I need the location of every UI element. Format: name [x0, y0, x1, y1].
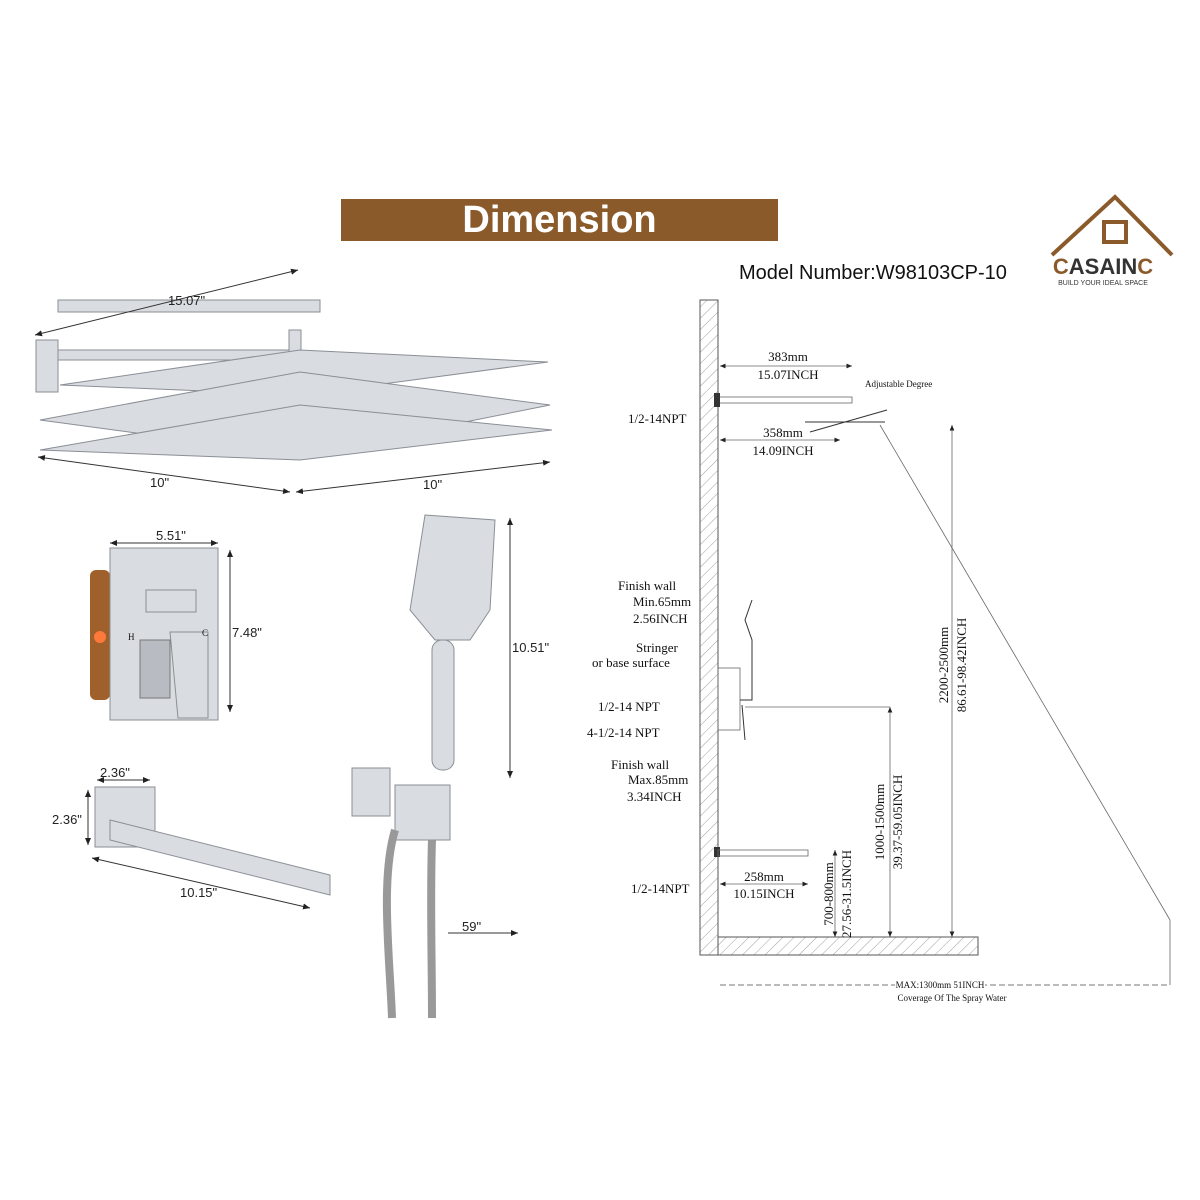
svg-text:10.15": 10.15": [180, 885, 218, 900]
svg-text:MAX:1300mm 51INCH: MAX:1300mm 51INCH: [896, 980, 985, 990]
casaino-logo: CASAINC BUILD YOUR IDEAL SPACE: [1050, 194, 1174, 287]
valve-height-dim: 7.48": [232, 625, 262, 640]
svg-text:C: C: [202, 628, 208, 638]
svg-text:1/2-14NPT: 1/2-14NPT: [628, 411, 687, 426]
svg-text:CASAINC: CASAINC: [1053, 254, 1153, 279]
svg-text:Max.85mm: Max.85mm: [628, 772, 688, 787]
svg-text:15.07INCH: 15.07INCH: [757, 367, 818, 382]
hand-shower: 10.51" 59": [351, 514, 550, 1019]
svg-text:383mm: 383mm: [768, 349, 808, 364]
svg-text:10.15INCH: 10.15INCH: [733, 886, 794, 901]
tub-spout: 2.36" 2.36" 10.15": [52, 765, 331, 910]
svg-text:Finish wall: Finish wall: [611, 757, 670, 772]
handheld-length-dim: 10.51": [512, 640, 550, 655]
svg-text:2200-2500mm: 2200-2500mm: [936, 627, 951, 704]
svg-text:86.61-98.42INCH: 86.61-98.42INCH: [954, 618, 969, 713]
svg-text:27.56-31.5INCH: 27.56-31.5INCH: [839, 850, 854, 938]
svg-text:H: H: [128, 632, 135, 642]
hose-length-dim: 59": [462, 919, 481, 934]
svg-text:258mm: 258mm: [744, 869, 784, 884]
svg-text:700-800mm: 700-800mm: [821, 862, 836, 926]
valve-width-dim: 5.51": [156, 528, 186, 543]
svg-text:39.37-59.05INCH: 39.37-59.05INCH: [890, 775, 905, 870]
rain-depth-dim: 10": [423, 477, 442, 492]
svg-text:1000-1500mm: 1000-1500mm: [872, 784, 887, 861]
installation-drawing: 383mm 15.07INCH Adjustable Degree 358mm …: [587, 299, 1171, 1003]
rain-shower-head: 15.07" 10" 10": [34, 268, 553, 495]
svg-text:14.09INCH: 14.09INCH: [752, 443, 813, 458]
svg-text:2.36": 2.36": [52, 812, 82, 827]
svg-text:4-1/2-14 NPT: 4-1/2-14 NPT: [587, 725, 660, 740]
svg-text:or base surface: or base surface: [592, 655, 670, 670]
svg-text:2.56INCH: 2.56INCH: [633, 611, 688, 626]
rain-width-dim: 10": [150, 475, 169, 490]
svg-text:BUILD YOUR IDEAL SPACE: BUILD YOUR IDEAL SPACE: [1058, 280, 1148, 287]
svg-text:1/2-14 NPT: 1/2-14 NPT: [598, 699, 660, 714]
svg-text:Adjustable Degree: Adjustable Degree: [865, 379, 932, 389]
rain-arm-dim: 15.07": [168, 293, 206, 308]
svg-text:358mm: 358mm: [763, 425, 803, 440]
svg-text:1/2-14NPT: 1/2-14NPT: [631, 881, 690, 896]
svg-text:Finish wall: Finish wall: [618, 578, 677, 593]
svg-text:2.36": 2.36": [100, 765, 130, 780]
svg-text:3.34INCH: 3.34INCH: [627, 789, 682, 804]
svg-text:Stringer: Stringer: [636, 640, 679, 655]
valve-trim: H C 5.51" 7.48": [90, 528, 262, 721]
dimension-banner: Dimension: [341, 199, 778, 241]
model-number: Model Number:W98103CP-10: [739, 262, 1007, 284]
svg-text:Coverage Of The Spray Water: Coverage Of The Spray Water: [898, 993, 1007, 1003]
svg-text:Min.65mm: Min.65mm: [633, 594, 691, 609]
